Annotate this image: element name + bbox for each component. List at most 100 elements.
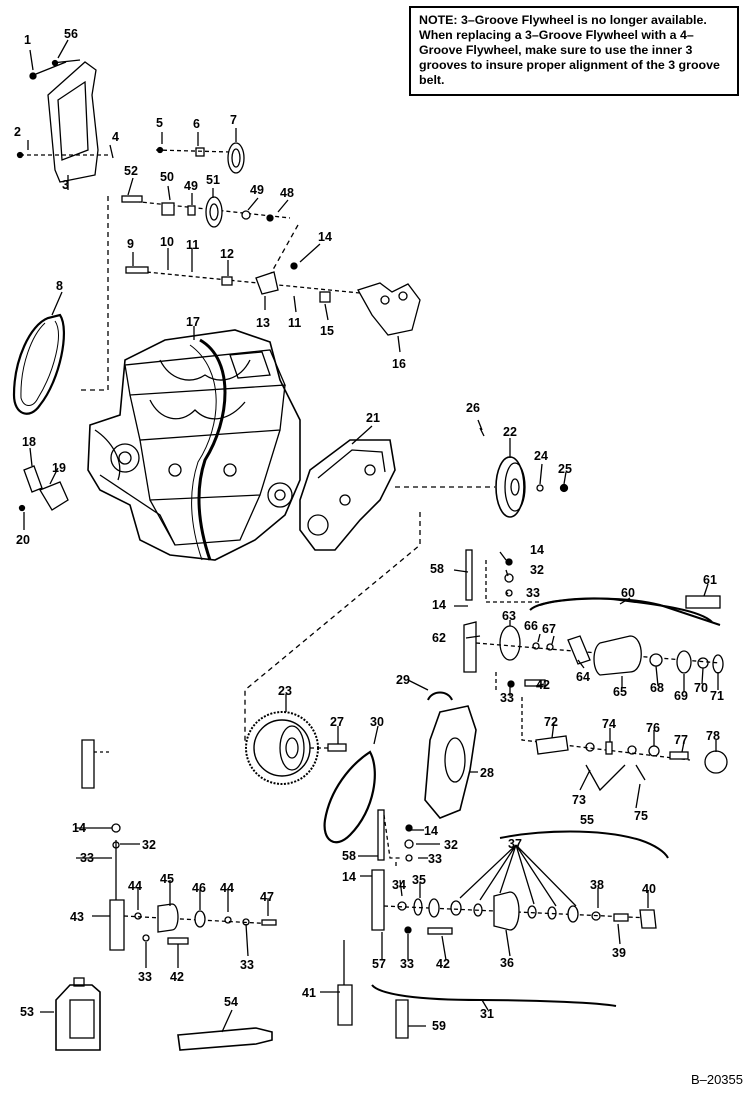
callout-11b: 11 bbox=[288, 316, 301, 330]
callout-39: 39 bbox=[612, 946, 626, 960]
callout-42b: 42 bbox=[170, 970, 184, 984]
flywheel-belt bbox=[323, 750, 376, 844]
callout-12: 12 bbox=[220, 247, 234, 261]
callout-25: 25 bbox=[558, 462, 572, 476]
callout-42a: 42 bbox=[536, 678, 550, 692]
callout-58b: 58 bbox=[342, 849, 356, 863]
callout-44a: 44 bbox=[128, 879, 142, 893]
callout-49a: 49 bbox=[184, 179, 198, 193]
callout-33f: 33 bbox=[428, 852, 442, 866]
drive-belt bbox=[12, 313, 66, 415]
callout-33g: 33 bbox=[400, 957, 414, 971]
note-text: 3–Groove Flywheel is no longer available… bbox=[419, 13, 720, 87]
callout-32a: 32 bbox=[530, 563, 544, 577]
left-bracket bbox=[81, 739, 277, 951]
callout-72: 72 bbox=[544, 715, 558, 729]
callout-33e: 33 bbox=[240, 958, 254, 972]
callout-69: 69 bbox=[674, 689, 688, 703]
callout-30: 30 bbox=[370, 715, 384, 729]
callout-14a: 14 bbox=[318, 230, 332, 244]
callout-66: 66 bbox=[524, 619, 538, 633]
callout-52: 52 bbox=[124, 164, 138, 178]
brace-55 bbox=[499, 830, 669, 859]
callout-61: 61 bbox=[703, 573, 717, 587]
callout-14d: 14 bbox=[72, 821, 86, 835]
gear-cover bbox=[299, 439, 396, 551]
callout-74: 74 bbox=[602, 717, 616, 731]
callout-65: 65 bbox=[613, 685, 627, 699]
callout-23: 23 bbox=[278, 684, 292, 698]
idler-pulley-assembly bbox=[155, 142, 245, 174]
callout-1: 1 bbox=[24, 33, 31, 47]
callout-62: 62 bbox=[432, 631, 446, 645]
callout-17: 17 bbox=[186, 315, 200, 329]
callout-78: 78 bbox=[706, 729, 720, 743]
callout-64: 64 bbox=[576, 670, 590, 684]
callout-24: 24 bbox=[534, 449, 548, 463]
engine-block bbox=[87, 329, 301, 561]
callout-40: 40 bbox=[642, 882, 656, 896]
callout-19: 19 bbox=[52, 461, 66, 475]
callout-14c: 14 bbox=[432, 598, 446, 612]
callout-22: 22 bbox=[503, 425, 517, 439]
callout-11a: 11 bbox=[186, 238, 199, 252]
callout-41: 41 bbox=[302, 986, 316, 1000]
callout-20: 20 bbox=[16, 533, 30, 547]
callout-36: 36 bbox=[500, 956, 514, 970]
callout-29: 29 bbox=[396, 673, 410, 687]
callout-47: 47 bbox=[260, 890, 274, 904]
callout-labels: 1 56 2 4 3 5 6 7 52 50 49 51 49 48 9 10 … bbox=[14, 27, 724, 1033]
callout-33d: 33 bbox=[138, 970, 152, 984]
callout-54: 54 bbox=[224, 995, 238, 1009]
callout-16: 16 bbox=[392, 357, 406, 371]
callout-33b: 33 bbox=[500, 691, 514, 705]
diagram-id: B–20355 bbox=[690, 1072, 743, 1087]
callout-14b: 14 bbox=[530, 543, 544, 557]
callout-31: 31 bbox=[480, 1007, 494, 1021]
callout-28: 28 bbox=[480, 766, 494, 780]
oil-bottle bbox=[55, 977, 101, 1051]
brace-31 bbox=[371, 984, 617, 1007]
callout-15: 15 bbox=[320, 324, 334, 338]
callout-8: 8 bbox=[56, 279, 63, 293]
tension-rod-assembly bbox=[521, 697, 728, 792]
callout-67: 67 bbox=[542, 622, 556, 636]
callout-46: 46 bbox=[192, 881, 206, 895]
callout-55: 55 bbox=[580, 813, 594, 827]
callout-5: 5 bbox=[156, 116, 163, 130]
callout-58a: 58 bbox=[430, 562, 444, 576]
callout-71: 71 bbox=[710, 689, 724, 703]
callout-51: 51 bbox=[206, 173, 220, 187]
callout-63: 63 bbox=[502, 609, 516, 623]
callout-10: 10 bbox=[160, 235, 174, 249]
callout-32b: 32 bbox=[142, 838, 156, 852]
callout-44b: 44 bbox=[220, 881, 234, 895]
callout-9: 9 bbox=[127, 237, 134, 251]
callout-56: 56 bbox=[64, 27, 78, 41]
callout-49b: 49 bbox=[250, 183, 264, 197]
callout-45: 45 bbox=[160, 872, 174, 886]
note-label: NOTE: bbox=[419, 13, 458, 27]
callout-75: 75 bbox=[634, 809, 648, 823]
callout-53: 53 bbox=[20, 1005, 34, 1019]
callout-59: 59 bbox=[432, 1019, 446, 1033]
callout-33c: 33 bbox=[80, 851, 94, 865]
grease-tube bbox=[177, 1027, 273, 1051]
callout-73: 73 bbox=[572, 793, 586, 807]
note-box: NOTE: 3–Groove Flywheel is no longer ava… bbox=[409, 6, 739, 96]
engine-bracket-part bbox=[16, 59, 108, 183]
callout-34: 34 bbox=[392, 878, 406, 892]
callout-21: 21 bbox=[366, 411, 380, 425]
crank-pulley bbox=[395, 427, 569, 518]
callout-2: 2 bbox=[14, 125, 21, 139]
pulley-shaft-assembly bbox=[121, 195, 291, 228]
callout-76: 76 bbox=[646, 721, 660, 735]
lower-brackets bbox=[337, 809, 414, 1039]
callout-27: 27 bbox=[330, 715, 344, 729]
callout-6: 6 bbox=[193, 117, 200, 131]
callout-18: 18 bbox=[22, 435, 36, 449]
callout-4: 4 bbox=[112, 130, 119, 144]
callout-7: 7 bbox=[230, 113, 237, 127]
callout-77: 77 bbox=[674, 733, 688, 747]
